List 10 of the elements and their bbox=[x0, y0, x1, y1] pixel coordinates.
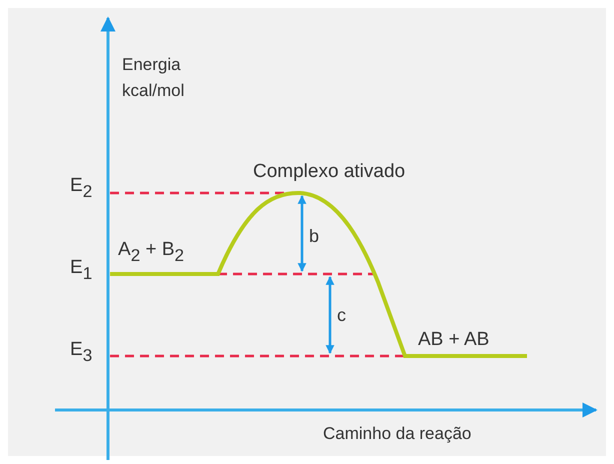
species-label: AB + AB bbox=[418, 328, 490, 352]
dimension-label: c bbox=[337, 304, 346, 327]
axis-label: E$_{3}$ bbox=[70, 338, 92, 367]
axis-label: E$_{2}$ bbox=[70, 174, 92, 203]
axis-title: Caminho da reação bbox=[323, 423, 472, 445]
axis-label: E$_{1}$ bbox=[70, 256, 92, 285]
annotation-text: Complexo ativado bbox=[253, 160, 406, 184]
dimension-label: b bbox=[309, 225, 320, 248]
axis-title: Energia kcal/mol bbox=[122, 54, 186, 102]
species-label: A$_{2}$ + B$_{2}$ bbox=[118, 238, 184, 267]
